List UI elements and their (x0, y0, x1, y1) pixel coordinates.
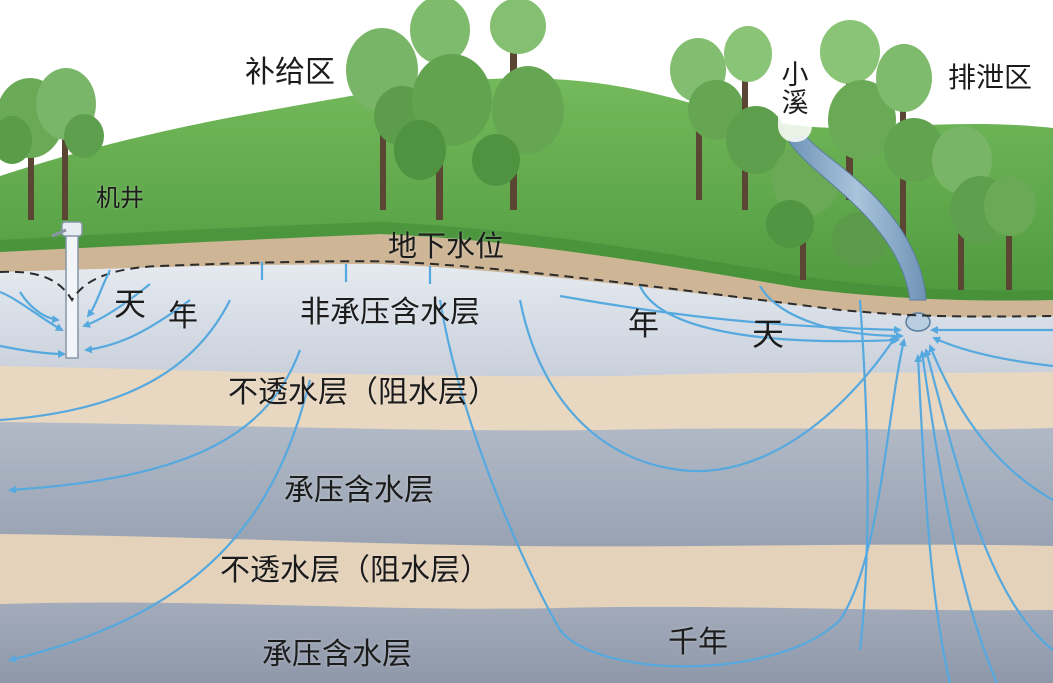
flow-line (923, 348, 1053, 651)
confined-aquifer-upper (0, 418, 1053, 547)
well-label: 机井 (96, 184, 144, 212)
flow-line (858, 299, 869, 651)
discharge-zone-label: 排泄区 (948, 61, 1033, 94)
stream-channel (787, 135, 927, 301)
flow-line (918, 350, 999, 683)
flow-line (19, 291, 60, 324)
aquitard-upper-label: 不透水层（阻水层） (228, 375, 498, 410)
vadose-soil (0, 232, 1053, 318)
well (51, 221, 83, 359)
confined-aquifer-upper-label: 承压含水层 (284, 473, 434, 508)
flow-line (0, 299, 231, 422)
tree (394, 0, 492, 220)
flow-line (86, 269, 111, 318)
flow-line (8, 349, 302, 494)
flow-line (438, 299, 907, 668)
flow-line (932, 336, 1053, 368)
flow-line (8, 379, 312, 663)
tree (472, 0, 564, 210)
flow-lines (0, 262, 1053, 683)
stream-label: 小溪 (781, 60, 809, 120)
aquitard-upper (0, 362, 1053, 431)
unconfined-aquifer-label: 非承压含水层 (300, 295, 480, 330)
stream-spring (905, 312, 931, 332)
flow-line (759, 285, 904, 340)
flow-line (559, 294, 902, 334)
flow-time-year-left: 年 (168, 299, 198, 334)
flow-line (84, 299, 191, 354)
confined-aquifer-lower-label: 承压含水层 (262, 637, 412, 672)
tree (984, 176, 1036, 290)
water-table-label: 地下水位 (388, 229, 505, 263)
confined-aquifer-lower (0, 594, 1053, 683)
tree (724, 26, 786, 210)
tree (820, 20, 896, 268)
recharge-zone-label: 补给区 (245, 55, 335, 90)
flow-line (0, 290, 64, 331)
flow-line (518, 299, 898, 473)
flow-line (82, 283, 151, 328)
flow-line (928, 344, 1053, 501)
flow-line (914, 354, 952, 683)
aquitard-lower (0, 530, 1053, 611)
flow-line (0, 344, 66, 358)
flow-time-day-right: 天 (752, 315, 785, 353)
flow-time-millennium: 千年 (668, 625, 728, 660)
trees (0, 0, 1036, 290)
tree (876, 44, 944, 240)
unconfined-aquifer (0, 262, 1053, 377)
flow-line (638, 285, 900, 345)
aquitard-lower-label: 不透水层（阻水层） (220, 553, 490, 588)
tree (36, 68, 104, 220)
flow-time-day-left: 天 (114, 285, 147, 323)
ground-shade (0, 222, 1053, 301)
stream-label-box (778, 58, 812, 142)
flow-time-year-right: 年 (628, 307, 659, 343)
